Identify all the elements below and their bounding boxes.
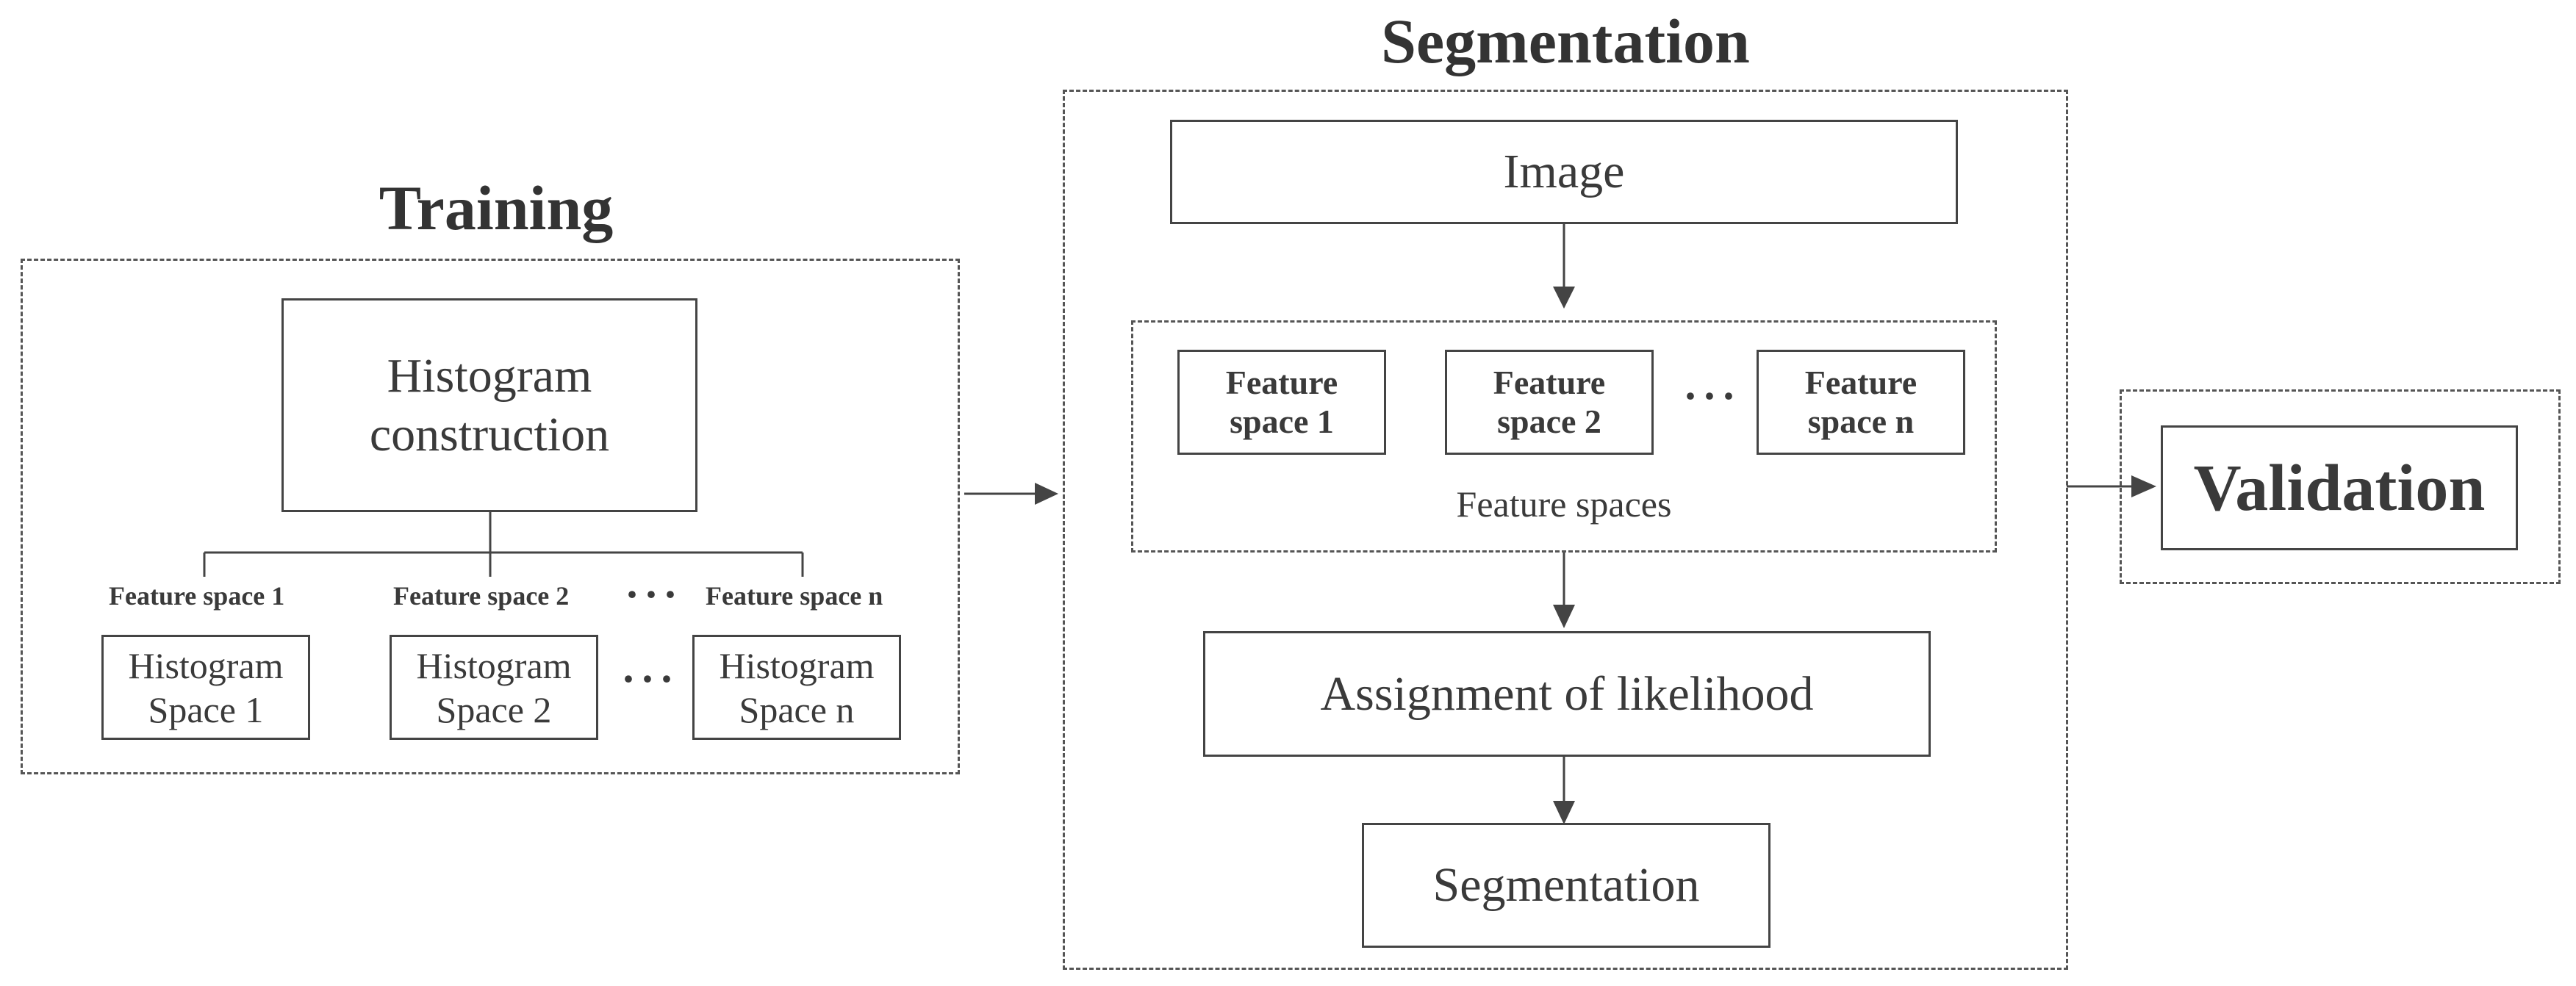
training-label-ellipsis: ···: [625, 570, 683, 619]
histogram-construction-box: Histogram construction: [281, 298, 697, 512]
arrowhead-features-to-assignment: [1553, 605, 1575, 628]
training-title: Training: [378, 173, 614, 243]
assignment-of-likelihood-box: Assignment of likelihood: [1203, 631, 1931, 757]
histogram-space-n-box: Histogram Space n: [692, 635, 901, 740]
arrowhead-image-to-features: [1553, 287, 1575, 309]
training-feature-label-n: Feature space n: [706, 581, 883, 611]
segmentation-panel: [1063, 90, 2068, 970]
training-feature-label-2: Feature space 2: [393, 581, 570, 611]
segmentation-box: Segmentation: [1362, 823, 1770, 948]
feature-spaces-label: Feature spaces: [1456, 483, 1672, 525]
feature-space-2-box: Feature space 2: [1445, 350, 1654, 455]
training-feature-label-1: Feature space 1: [109, 581, 285, 611]
segmentation-title: Segmentation: [1381, 6, 1750, 76]
feature-spaces-group: [1131, 320, 1997, 553]
arrowhead-segmentation-to-validation: [2131, 475, 2156, 497]
arrowhead-training-to-segmentation: [1035, 483, 1058, 505]
training-box-ellipsis: ···: [621, 655, 679, 703]
arrowhead-assignment-to-segmentation: [1553, 801, 1575, 824]
training-panel: [21, 259, 960, 774]
histogram-space-2-box: Histogram Space 2: [390, 635, 598, 740]
validation-panel: [2120, 389, 2561, 584]
validation-box: Validation: [2161, 425, 2518, 550]
image-box: Image: [1170, 120, 1958, 224]
histogram-space-1-box: Histogram Space 1: [101, 635, 310, 740]
feature-space-1-box: Feature space 1: [1177, 350, 1386, 455]
feature-space-n-box: Feature space n: [1757, 350, 1965, 455]
feature-spaces-ellipsis: ···: [1683, 372, 1741, 420]
